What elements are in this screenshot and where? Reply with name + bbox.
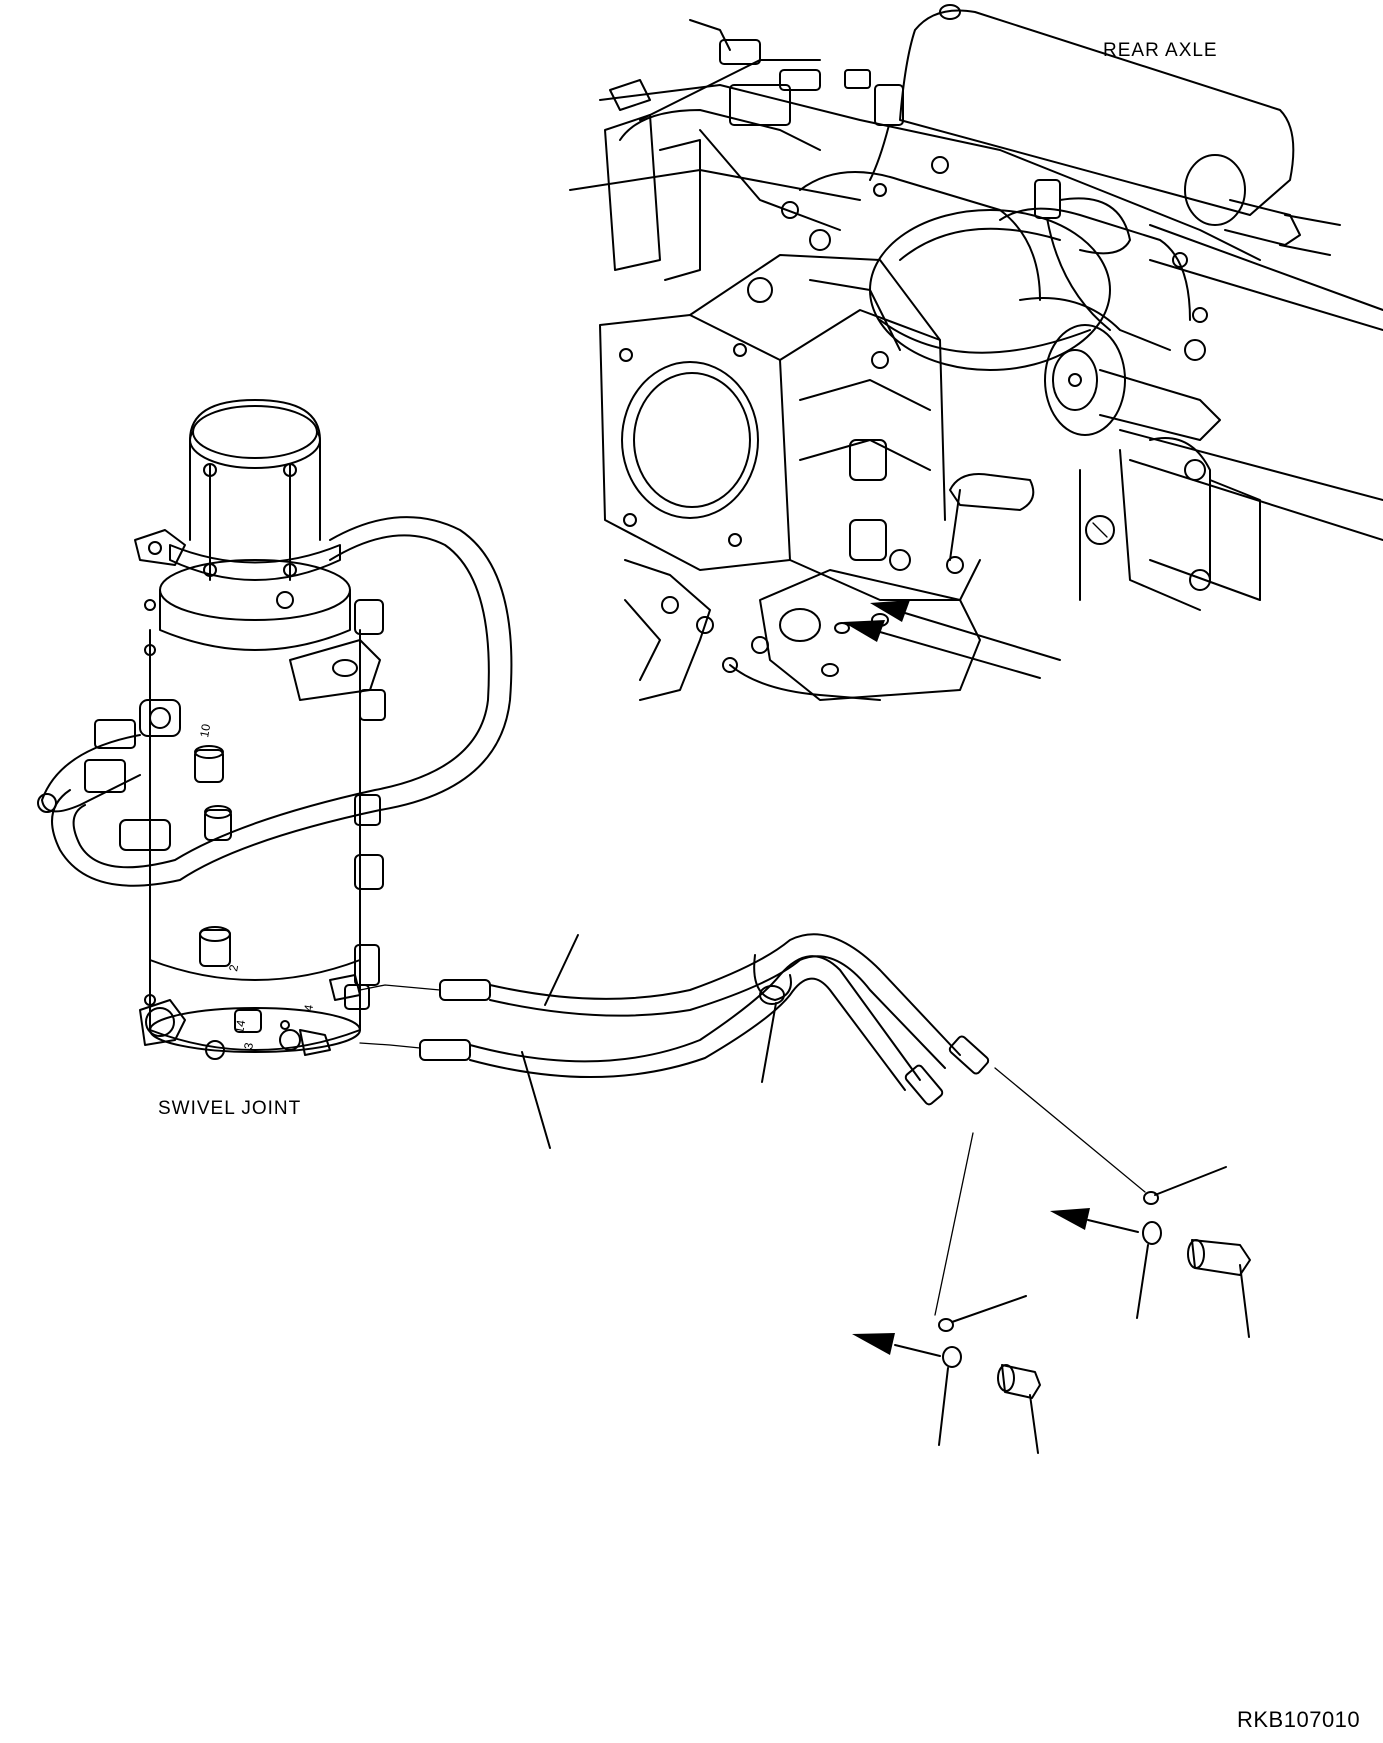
leader-lines <box>521 934 1250 1454</box>
swivel-joint-label: SWIVEL JOINT <box>158 1098 302 1119</box>
port-number-2: 2 <box>226 963 241 972</box>
port-number-14: 14 <box>232 1019 248 1035</box>
exploded-fittings <box>934 1067 1251 1399</box>
rear-axle-label: REAR AXLE <box>1103 40 1218 61</box>
swivel-port-fittings <box>119 599 386 1010</box>
port-number-10: 10 <box>197 723 213 739</box>
rear-axle-assembly <box>569 4 1383 701</box>
direction-arrows <box>843 600 1139 1357</box>
port-number-3: 3 <box>241 1041 256 1050</box>
figure-code: RKB107010 <box>1237 1707 1361 1732</box>
swivel-joint-assembly: 10 2 14 3 4 <box>37 399 513 1060</box>
port-number-4: 4 <box>301 1003 316 1012</box>
hydraulic-hoses <box>359 933 990 1106</box>
